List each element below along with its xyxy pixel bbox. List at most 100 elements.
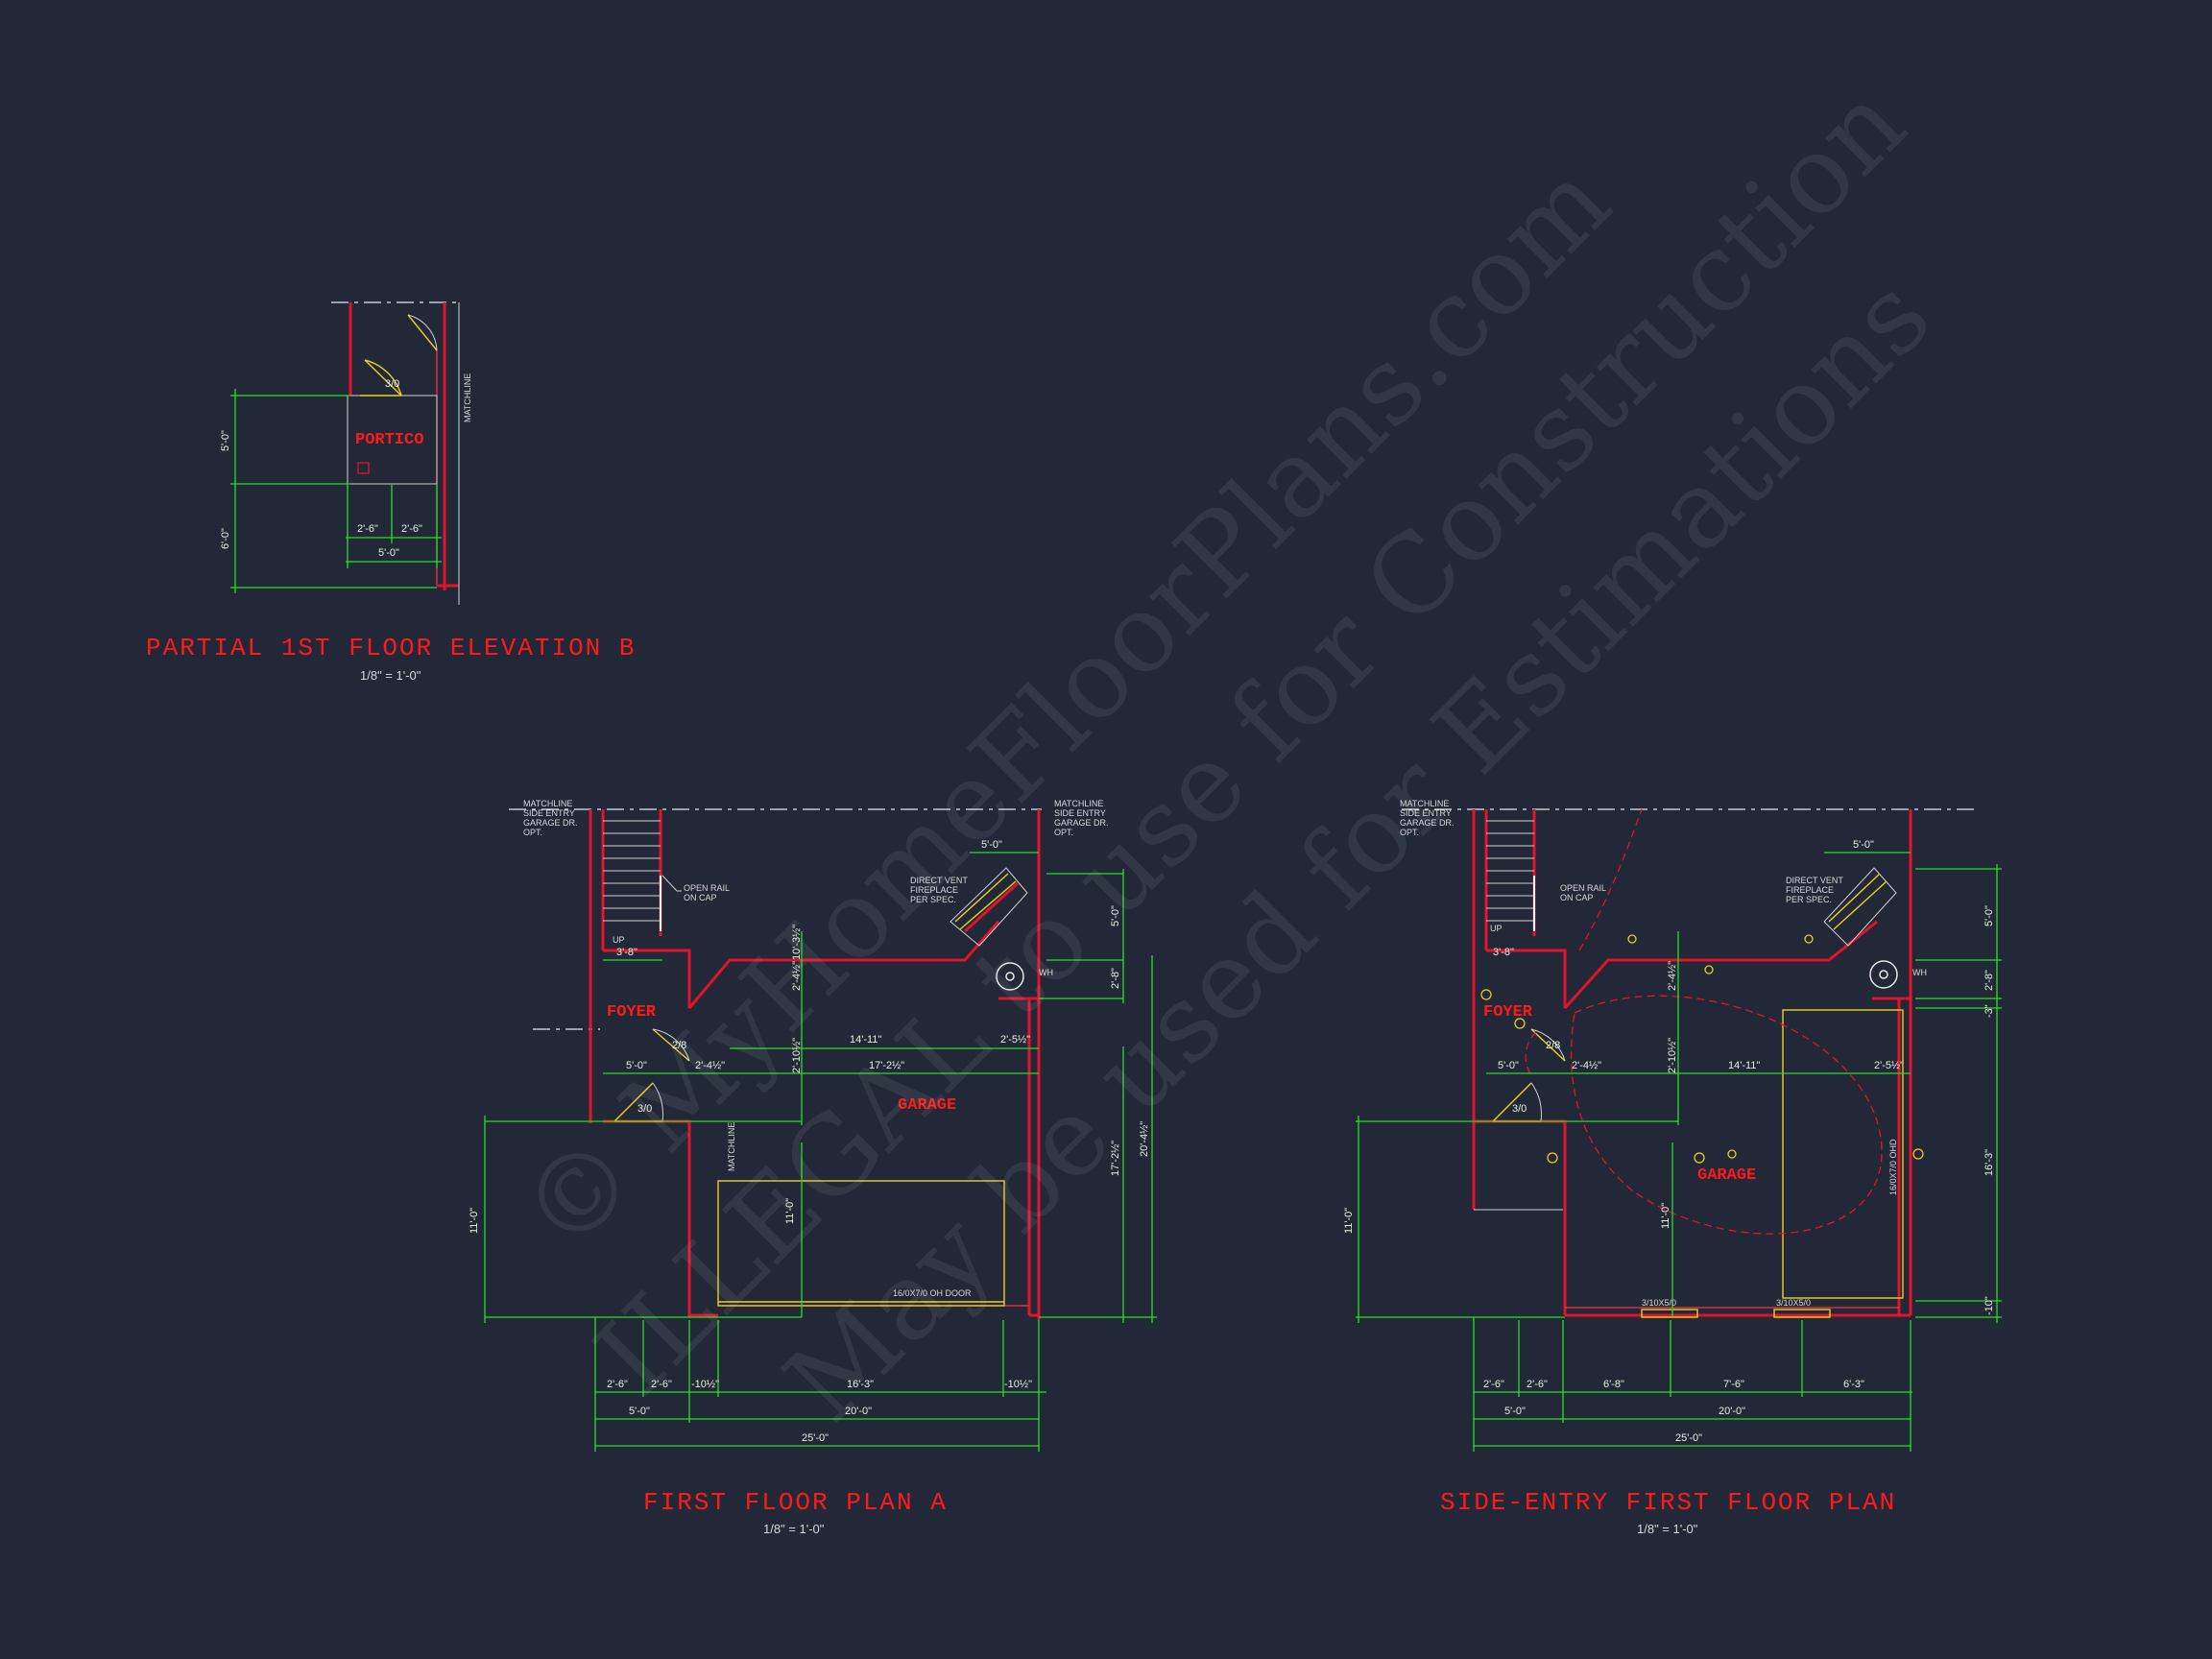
partial-dim-v2: 6'-0"	[220, 528, 231, 549]
plan-a-title: FIRST FLOOR PLAN A	[643, 1488, 948, 1517]
watermark-line-2: ILLEGAL to use for Construction	[572, 61, 1930, 1419]
side-entry-foyer-label: FOYER	[1483, 1003, 1533, 1022]
plan-a-scale: 1/8" = 1'-0"	[763, 1522, 825, 1536]
svg-text:OPT.: OPT.	[1054, 828, 1073, 837]
side-entry-dim-b8: 25'-0"	[1675, 1432, 1702, 1444]
side-entry-dim-v1: 2'-4½"	[1667, 961, 1678, 991]
partial-dim-h2: 2'-6"	[401, 523, 422, 535]
plan-a-rail-note: OPEN RAIL ON CAP	[684, 883, 730, 902]
svg-text:OPEN RAIL: OPEN RAIL	[684, 883, 730, 893]
side-entry-stair	[1486, 820, 1534, 922]
plan-a-stair-width: 3'-8"	[616, 947, 637, 958]
plan-a-dim-b3: -10½"	[691, 1379, 719, 1390]
side-entry-dim-b5: 6'-3"	[1843, 1379, 1864, 1390]
svg-text:DIRECT VENT: DIRECT VENT	[910, 876, 968, 885]
side-entry-dim-r1: 5'-0"	[1984, 905, 1995, 926]
side-entry-door-tag-2: 3/0	[1512, 1103, 1527, 1115]
side-entry-window-tag-1: 3/10X5/0	[1642, 1298, 1676, 1308]
side-entry-dim-top: 5'-0"	[1853, 839, 1874, 851]
svg-text:GARAGE DR.: GARAGE DR.	[1054, 818, 1109, 828]
svg-text:GARAGE DR.: GARAGE DR.	[523, 818, 578, 828]
plan-a-stair	[603, 820, 661, 922]
side-entry-dim-v2: 2'-10½"	[1667, 1038, 1678, 1073]
portico-label: PORTICO	[355, 431, 423, 449]
plan-a-dim-top: 5'-0"	[981, 839, 1002, 851]
plan-a-dim-v2: 2'-4½"	[791, 961, 803, 991]
plan-a-dim-r2: 2'-8"	[1110, 968, 1121, 989]
partial-elevation-drawing	[230, 301, 460, 605]
plan-a-door-tag-1: 2/8	[672, 1040, 686, 1051]
side-entry-dim-b3: 6'-8"	[1603, 1379, 1624, 1390]
partial-dim-v1: 5'-0"	[220, 430, 231, 451]
plan-a-dim-h3: 2'-5½"	[1000, 1034, 1030, 1046]
svg-text:ON CAP: ON CAP	[684, 893, 717, 902]
side-entry-door-tag-1: 2/8	[1546, 1040, 1560, 1051]
side-entry-water-heater-tag: WH	[1912, 968, 1927, 977]
plan-a-dim-v1: 10'-3½"	[791, 925, 803, 960]
plan-a-dim-b2: 2'-6"	[651, 1379, 672, 1390]
svg-text:OPEN RAIL: OPEN RAIL	[1560, 883, 1606, 893]
plan-a-dimension-lines	[484, 852, 1157, 1452]
partial-matchline-label: MATCHLINE	[463, 373, 472, 422]
side-entry-garage-label: GARAGE	[1697, 1166, 1756, 1185]
side-entry-rail-note: OPEN RAIL ON CAP	[1560, 883, 1606, 902]
svg-text:FIREPLACE: FIREPLACE	[910, 885, 958, 895]
plan-a-drawing	[484, 808, 1157, 1452]
svg-text:MATCHLINE: MATCHLINE	[523, 799, 572, 808]
plan-a-dim-h1: 14'-11"	[850, 1034, 881, 1046]
portico-door-tag: 3/0	[385, 378, 399, 390]
plan-a-water-heater-tag: WH	[1039, 968, 1053, 977]
plan-a-dim-r1: 5'-0"	[1110, 905, 1121, 926]
side-entry-matchline-note: MATCHLINE SIDE ENTRY GARAGE DR. OPT.	[1400, 799, 1455, 837]
svg-text:PER SPEC.: PER SPEC.	[1786, 895, 1832, 904]
svg-text:GARAGE DR.: GARAGE DR.	[1400, 818, 1455, 828]
side-entry-window-tag-2: 3/10X5/0	[1776, 1298, 1811, 1308]
side-entry-dim-r3: 16'-3"	[1984, 1149, 1995, 1176]
plan-a-dim-b4: 16'-3"	[847, 1379, 874, 1390]
plan-a-dim-v4: 11'-0"	[469, 1208, 480, 1234]
side-entry-dim-b2: 2'-6"	[1527, 1379, 1548, 1390]
side-entry-dim-h1: 14'-11"	[1728, 1060, 1760, 1071]
side-entry-stair-width: 3'-8"	[1493, 947, 1514, 958]
svg-text:MATCHLINE: MATCHLINE	[1054, 799, 1103, 808]
side-entry-dim-v3: 11'-0"	[1343, 1208, 1355, 1234]
side-entry-dim-r4: -10"	[1984, 1296, 1995, 1315]
side-entry-dim-b6: 5'-0"	[1504, 1406, 1526, 1417]
side-entry-up-label: UP	[1490, 924, 1503, 933]
partial-dim-h3: 5'-0"	[378, 547, 399, 559]
plan-a-door-tag-2: 3/0	[637, 1103, 652, 1115]
plan-a-garage-door-tag: 16/0X7/0 OH DOOR	[893, 1288, 972, 1298]
plan-a-dim-h4: 5'-0"	[626, 1060, 647, 1071]
side-entry-dim-b1: 2'-6"	[1483, 1379, 1504, 1390]
plan-a-fireplace-note: DIRECT VENT FIREPLACE PER SPEC.	[910, 876, 968, 904]
plan-a-matchline-left-note: MATCHLINE SIDE ENTRY GARAGE DR. OPT.	[523, 799, 578, 837]
side-entry-dim-h2: 2'-5½"	[1874, 1060, 1904, 1071]
side-entry-dim-b7: 20'-0"	[1719, 1406, 1745, 1417]
side-entry-dim-h3: 2'-4½"	[1572, 1060, 1601, 1071]
side-entry-fireplace-note: DIRECT VENT FIREPLACE PER SPEC.	[1786, 876, 1843, 904]
plan-a-garage-label: GARAGE	[898, 1096, 956, 1115]
partial-dim-h1: 2'-6"	[357, 523, 378, 535]
side-entry-dim-h4: 5'-0"	[1498, 1060, 1519, 1071]
plan-a-dim-b6: 5'-0"	[629, 1406, 650, 1417]
side-entry-drawing	[1356, 808, 2002, 1452]
side-entry-dimension-lines	[1356, 852, 2002, 1452]
plan-a-dim-v5: 11'-0"	[784, 1198, 796, 1224]
plan-a-dim-r3: 17'-2½"	[1110, 1141, 1121, 1176]
svg-text:MATCHLINE: MATCHLINE	[1400, 799, 1449, 808]
plan-a-dim-b8: 25'-0"	[802, 1432, 829, 1444]
plan-a-up-label: UP	[613, 935, 625, 945]
plan-a-dim-h5: 2'-4½"	[695, 1060, 725, 1071]
svg-text:ON CAP: ON CAP	[1560, 893, 1594, 902]
side-entry-title: SIDE-ENTRY FIRST FLOOR PLAN	[1440, 1488, 1896, 1517]
plan-a-matchline-vertical: MATCHLINE	[727, 1122, 736, 1171]
plan-a-dim-v3: 2'-10½"	[791, 1038, 803, 1073]
plan-a-matchline-right-note: MATCHLINE SIDE ENTRY GARAGE DR. OPT.	[1054, 799, 1109, 837]
svg-text:SIDE ENTRY: SIDE ENTRY	[523, 808, 575, 818]
side-entry-dim-r2: 2'-8"	[1984, 970, 1995, 991]
plan-a-dim-b7: 20'-0"	[845, 1406, 872, 1417]
plan-a-dim-h2: 17'-2½"	[869, 1060, 904, 1071]
side-entry-dim-b4: 7'-6"	[1723, 1379, 1744, 1390]
plan-a-foyer-label: FOYER	[607, 1003, 657, 1022]
svg-text:OPT.: OPT.	[523, 828, 542, 837]
